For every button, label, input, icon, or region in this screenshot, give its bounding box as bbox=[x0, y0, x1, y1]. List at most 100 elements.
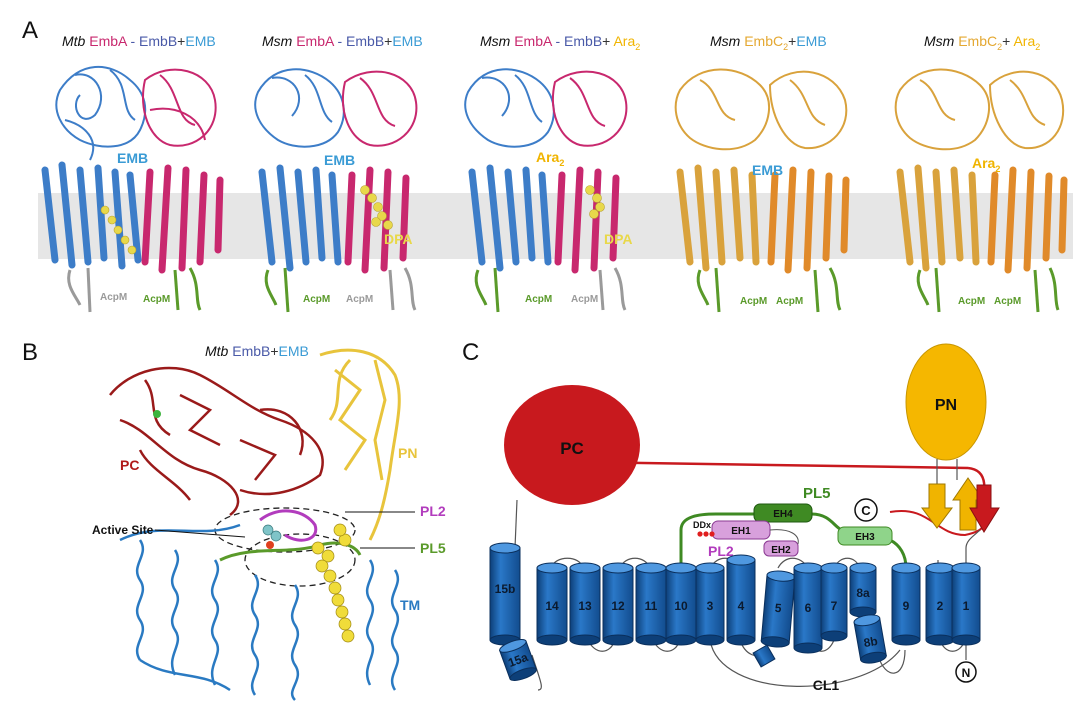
acpm-left-green bbox=[474, 267, 500, 313]
title-msm-embc2-emb: Msm EmbC2+EMB bbox=[710, 33, 827, 52]
ddx-label: DDx bbox=[693, 520, 711, 530]
pl2-label: PL2 bbox=[708, 543, 734, 559]
panel-b: B Mtb EmbB+EMB bbox=[22, 339, 446, 701]
pl5-loop-path bbox=[679, 512, 754, 568]
emba-protein-magenta bbox=[341, 70, 418, 147]
svg-text:4: 4 bbox=[738, 599, 745, 613]
pc-metal-ion bbox=[153, 410, 161, 418]
acpm-right-gray bbox=[598, 267, 627, 311]
embc-tm-helices-right bbox=[987, 166, 1068, 274]
tm-14: 14 bbox=[536, 562, 568, 646]
tm-8b: 8b bbox=[853, 614, 887, 664]
svg-text:8a: 8a bbox=[856, 586, 870, 600]
acpm-left-gray bbox=[67, 267, 92, 313]
embb-tm-helices bbox=[41, 161, 142, 270]
pn-domain-ellipse bbox=[905, 343, 987, 461]
tm-8a: 8a bbox=[849, 562, 877, 618]
panel-b-title: Mtb EmbB+EMB bbox=[205, 343, 309, 359]
pl5-loop-path-mid bbox=[811, 512, 843, 532]
pc-label: PC bbox=[120, 457, 139, 473]
tm-13: 13 bbox=[569, 562, 601, 646]
panel-c: C PC PN C PL5 EH4 EH3 EH1 bbox=[462, 339, 1000, 693]
svg-text:14: 14 bbox=[545, 599, 559, 613]
panel-a-label: A bbox=[22, 17, 38, 44]
active-site-label: Active Site bbox=[92, 523, 154, 537]
acpm-label-left: AcpM bbox=[740, 296, 767, 307]
acpm-label-right: AcpM bbox=[994, 296, 1021, 307]
emba-tm-helices bbox=[554, 166, 620, 274]
tm-6: 6 bbox=[793, 562, 823, 654]
svg-text:10: 10 bbox=[674, 599, 688, 613]
tm-3: 3 bbox=[695, 562, 725, 646]
acpm-label-left: AcpM bbox=[303, 294, 330, 305]
ligand-label: Ara2 bbox=[536, 149, 564, 168]
svg-text:6: 6 bbox=[805, 601, 812, 615]
embc-protein-tan bbox=[894, 68, 1065, 151]
tm-label: TM bbox=[400, 597, 420, 613]
embc-tm-helices bbox=[896, 164, 980, 272]
pl2-loop bbox=[259, 509, 318, 542]
panel-a: A Mtb EmbA - EmbB+EMB Msm EmbA - EmbB+EM… bbox=[22, 17, 1073, 313]
emb-oxygen-atom bbox=[266, 541, 274, 549]
acpm-label-right: AcpM bbox=[346, 294, 373, 305]
pc-domain-ellipse bbox=[504, 385, 640, 505]
embc-tm-helices-right bbox=[767, 166, 850, 274]
structure-msm-embc2-ara2: Ara2 AcpM AcpM bbox=[894, 68, 1068, 313]
structure-msm-embc2-emb: EMB AcpM AcpM bbox=[674, 68, 850, 313]
embb-tm-helices bbox=[258, 164, 342, 272]
emba-protein-magenta bbox=[551, 70, 628, 147]
tm-7: 7 bbox=[820, 562, 848, 642]
acpm-label-right: AcpM bbox=[143, 294, 170, 305]
pc-strand-down bbox=[969, 484, 1000, 533]
eh1-label: EH1 bbox=[731, 526, 751, 537]
tm-2: 2 bbox=[925, 562, 955, 646]
acpm-label-right: AcpM bbox=[776, 296, 803, 307]
embb-protein-blue bbox=[254, 68, 345, 148]
structure-msm-emba-embb-emb: EMB DPA AcpM AcpM bbox=[254, 68, 418, 313]
tm-4: 4 bbox=[726, 554, 756, 646]
pc-domain-label: PC bbox=[560, 439, 584, 458]
embc-protein-tan bbox=[674, 68, 848, 151]
tm-11: 11 bbox=[635, 562, 667, 646]
tm-9: 9 bbox=[891, 562, 921, 646]
acpm-label-left: AcpM bbox=[525, 294, 552, 305]
svg-text:13: 13 bbox=[578, 599, 592, 613]
tm-5: 5 bbox=[760, 570, 796, 648]
title-msm-emba-embb-emb: Msm EmbA - EmbB+EMB bbox=[262, 33, 423, 49]
tm-domain-ribbon bbox=[119, 523, 400, 701]
pl2-label: PL2 bbox=[420, 503, 446, 519]
pn-domain-label: PN bbox=[935, 397, 957, 414]
structure-mtb-emba-embb-emb: EMB AcpM AcpM bbox=[41, 66, 224, 313]
dpa-spheres bbox=[100, 205, 137, 255]
panel-c-label: C bbox=[462, 339, 479, 366]
acpm-right-green bbox=[173, 267, 202, 311]
active-site-outline-lower bbox=[244, 533, 356, 587]
ligand-label: EMB bbox=[324, 152, 355, 168]
acpm-green bbox=[916, 267, 1060, 313]
pc-connector-line bbox=[579, 460, 969, 470]
embb-tm-helices bbox=[468, 164, 552, 272]
svg-text:12: 12 bbox=[611, 599, 625, 613]
acpm-green bbox=[696, 267, 842, 313]
eh4-helix bbox=[753, 503, 813, 523]
svg-text:7: 7 bbox=[831, 599, 838, 613]
svg-text:3: 3 bbox=[707, 599, 714, 613]
active-site-pointer bbox=[154, 529, 246, 538]
panel-b-label: B bbox=[22, 339, 38, 366]
svg-text:15b: 15b bbox=[495, 582, 516, 596]
svg-text:2: 2 bbox=[937, 599, 944, 613]
eh2-helix bbox=[763, 540, 799, 557]
svg-text:15a: 15a bbox=[506, 650, 530, 670]
pl5-label: PL5 bbox=[420, 540, 446, 556]
title-msm-embc2-ara2: Msm EmbC2+ Ara2 bbox=[924, 33, 1040, 52]
acpm-label-left: AcpM bbox=[958, 296, 985, 307]
svg-text:9: 9 bbox=[903, 599, 910, 613]
svg-text:11: 11 bbox=[645, 599, 658, 613]
pn-label: PN bbox=[398, 445, 417, 461]
dpa-label: DPA bbox=[384, 231, 413, 247]
acpm-label-left: AcpM bbox=[100, 292, 127, 303]
structure-msm-emba-embb-ara2: Ara2 DPA AcpM AcpM bbox=[464, 68, 633, 313]
emb-ligand-spheres bbox=[262, 524, 282, 542]
embc-tm-helices bbox=[676, 164, 760, 272]
